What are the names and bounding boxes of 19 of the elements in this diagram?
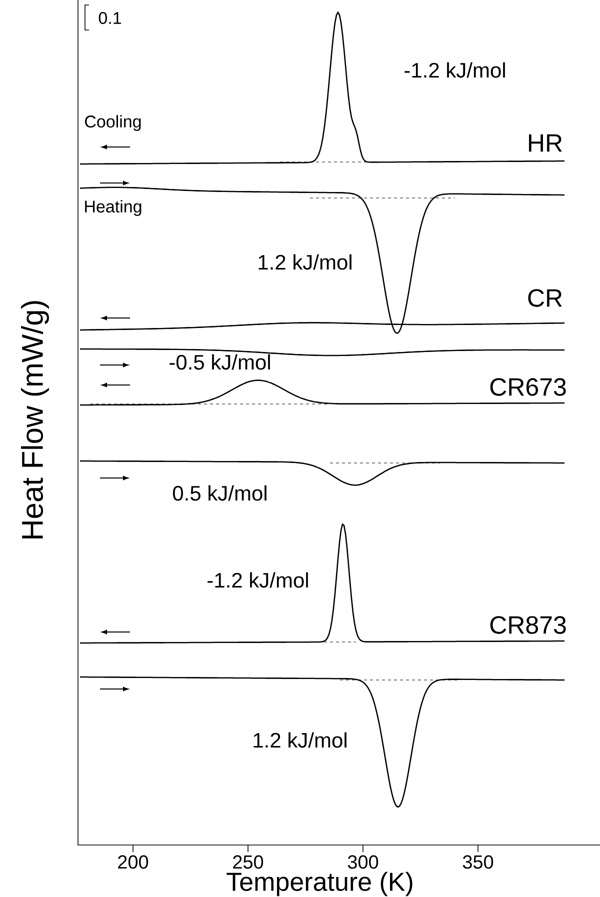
axis-title: Heat Flow (mW/g) xyxy=(21,301,49,538)
direction-label: Heating xyxy=(85,200,142,216)
tick-label: 250 xyxy=(233,855,264,869)
axis-title: Temperature (K) xyxy=(226,872,412,896)
peak-label: -1.2 kJ/mol xyxy=(404,62,505,78)
peak-label: 1.2 kJ/mol xyxy=(258,254,352,270)
sample-label: CR873 xyxy=(490,616,566,634)
scale-label: 0.1 xyxy=(98,12,121,24)
peak-label: -1.2 kJ/mol xyxy=(208,572,308,588)
direction-label: Cooling xyxy=(85,115,141,131)
tick-label: 300 xyxy=(348,855,378,869)
peak-label: 1.2 kJ/mol xyxy=(254,732,346,748)
peak-label: 0.5 kJ/mol xyxy=(172,485,266,501)
sample-label: HR xyxy=(529,134,562,152)
tick-label: 200 xyxy=(118,855,148,869)
peak-label: -0.5 kJ/mol xyxy=(170,354,270,370)
tick-label: 350 xyxy=(462,855,494,869)
sample-label: CR673 xyxy=(490,378,566,396)
sample-label: CR xyxy=(528,289,562,307)
